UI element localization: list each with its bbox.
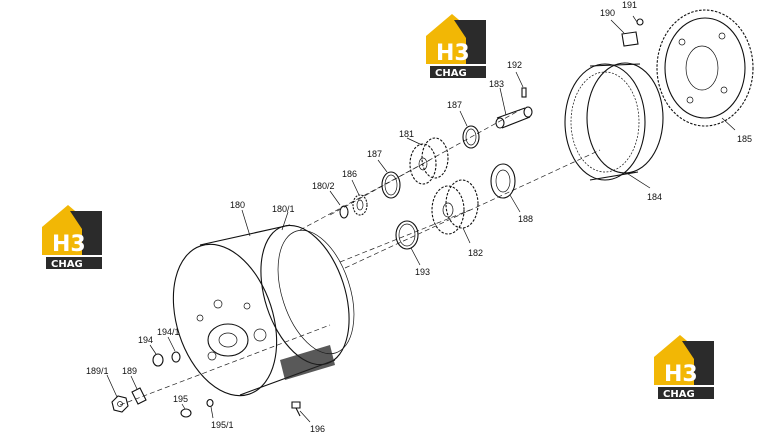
callout-188: 188 (518, 214, 533, 224)
plate-190 (621, 31, 639, 47)
callout-182: 182 (468, 248, 483, 258)
plug-195 (180, 408, 192, 418)
callout-180: 180 (230, 200, 245, 210)
nut-189-1 (111, 395, 129, 413)
svg-text:CHAG: CHAG (435, 68, 467, 79)
screw-191 (636, 18, 644, 26)
svg-text:H3: H3 (436, 41, 470, 66)
callout-181: 181 (399, 129, 414, 139)
callout-180-1: 180/1 (272, 204, 295, 214)
ring-194-1 (171, 351, 181, 363)
svg-text:H3: H3 (664, 362, 698, 387)
callout-184: 184 (647, 192, 662, 202)
callout-190: 190 (600, 8, 615, 18)
screw-196 (291, 401, 301, 417)
stud-189 (131, 387, 147, 405)
svg-text:CHAG: CHAG (51, 259, 83, 270)
callout-186: 186 (342, 169, 357, 179)
callout-195: 195 (173, 394, 188, 404)
cover-185 (656, 9, 754, 127)
callout-195-1: 195/1 (211, 420, 234, 430)
ring-187-lower (381, 171, 401, 199)
pin-192 (521, 87, 527, 98)
snap-ring-193 (395, 220, 419, 250)
svg-text:H3: H3 (52, 232, 86, 257)
housing-180 (172, 224, 355, 397)
plug-194 (152, 353, 164, 367)
watermark-logo-left: H3 CHAG (42, 205, 102, 270)
callout-193: 193 (415, 267, 430, 277)
assembly-axes (119, 109, 601, 406)
callout-192: 192 (507, 60, 522, 70)
callout-labels: 191 190 192 183 187 181 187 186 180/2 18… (86, 0, 752, 434)
callout-189-1: 189/1 (86, 366, 109, 376)
ring-180-2 (339, 205, 349, 219)
gear-182 (431, 179, 479, 235)
callout-180-2: 180/2 (312, 181, 335, 191)
ring-187-upper (462, 125, 480, 149)
gear-181 (409, 137, 449, 185)
callout-183: 183 (489, 79, 504, 89)
callout-187-lower: 187 (367, 149, 382, 159)
callout-185: 185 (737, 134, 752, 144)
callout-191: 191 (622, 0, 637, 10)
callout-194: 194 (138, 335, 153, 345)
watermark-logo-top: H3 CHAG (426, 14, 486, 79)
watermark-logo-bottom: H3 CHAG (654, 335, 714, 400)
callout-194-1: 194/1 (157, 327, 180, 337)
svg-text:CHAG: CHAG (663, 389, 695, 400)
bearing-186 (352, 194, 368, 216)
callout-196: 196 (310, 424, 325, 434)
callout-187-upper: 187 (447, 100, 462, 110)
pin-183 (495, 106, 533, 129)
ring-gear-184 (564, 62, 664, 181)
ring-195-1 (206, 398, 214, 408)
bearing-188 (490, 163, 516, 199)
leader-lines (106, 15, 736, 423)
callout-189: 189 (122, 366, 137, 376)
